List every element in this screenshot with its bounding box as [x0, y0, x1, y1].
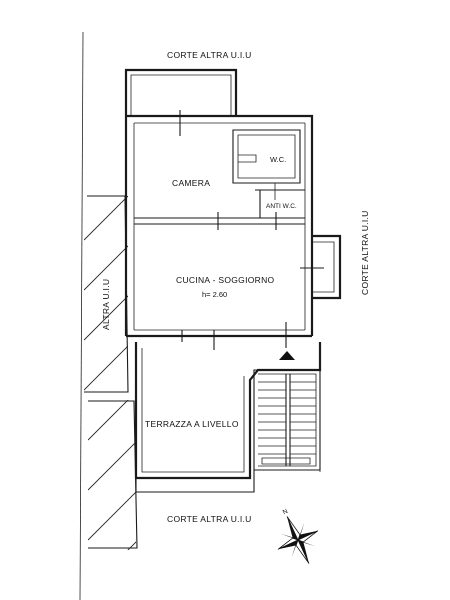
right-balcony [312, 234, 342, 300]
label-altra-left: ALTRA U.I.U [101, 279, 111, 330]
hatch-pattern-upper [84, 196, 128, 391]
opening-marks [179, 110, 324, 350]
compass-rose-icon: N [277, 508, 319, 564]
staircase [253, 369, 321, 471]
hatch-pattern-lower [88, 400, 136, 550]
label-corte-bottom: CORTE ALTRA U.I.U [167, 514, 252, 524]
label-height: h= 2.60 [202, 290, 227, 299]
label-anti-wc: ANTI W.C. [266, 203, 297, 210]
building-walls [124, 114, 314, 338]
compass-north-label: N [282, 508, 289, 516]
label-corte-top: CORTE ALTRA U.I.U [167, 50, 252, 60]
label-terrazza: TERRAZZA A LIVELLO [145, 419, 239, 429]
label-wc: W.C. [270, 155, 286, 164]
terrace-boundary [135, 470, 255, 493]
top-balcony [124, 68, 238, 116]
neighbour-area-lower [88, 400, 138, 550]
label-cucina: CUCINA - SOGGIORNO [176, 275, 275, 285]
label-corte-right: CORTE ALTRA U.I.U [360, 210, 370, 295]
label-camera: CAMERA [172, 178, 210, 188]
left-boundary-line [79, 31, 84, 600]
level-marker-icon [279, 351, 295, 360]
